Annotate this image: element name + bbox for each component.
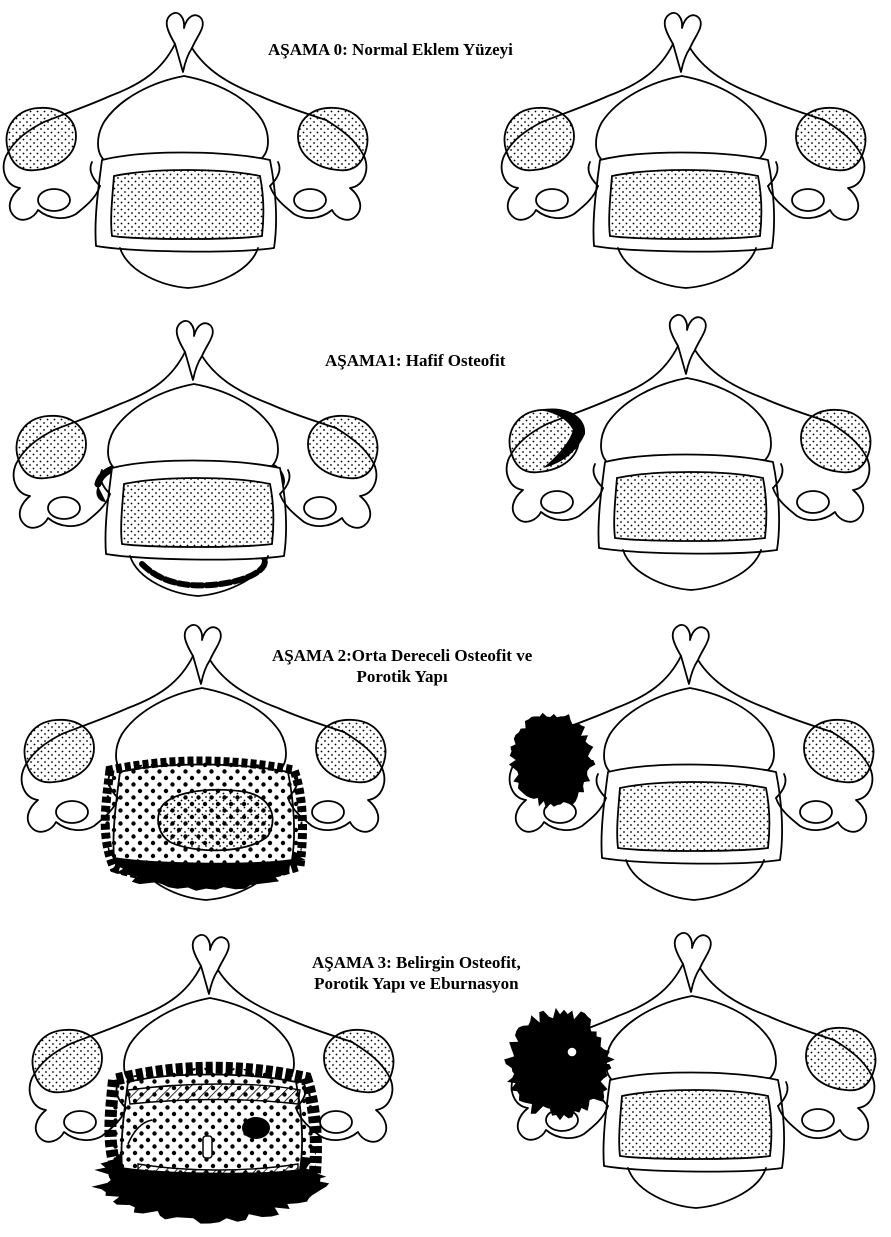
stage-1-vertebra-left [2, 318, 402, 618]
stage-2-vertebra-left [10, 622, 410, 922]
stage-1-vertebra-right [495, 312, 891, 612]
stage-3-vertebra-left [18, 932, 418, 1232]
stage-2-vertebra-right [498, 622, 891, 922]
stage-3-vertebra-right [500, 930, 891, 1230]
stage-0-vertebra-right [490, 10, 890, 310]
stage-0-vertebra-left [0, 10, 392, 310]
